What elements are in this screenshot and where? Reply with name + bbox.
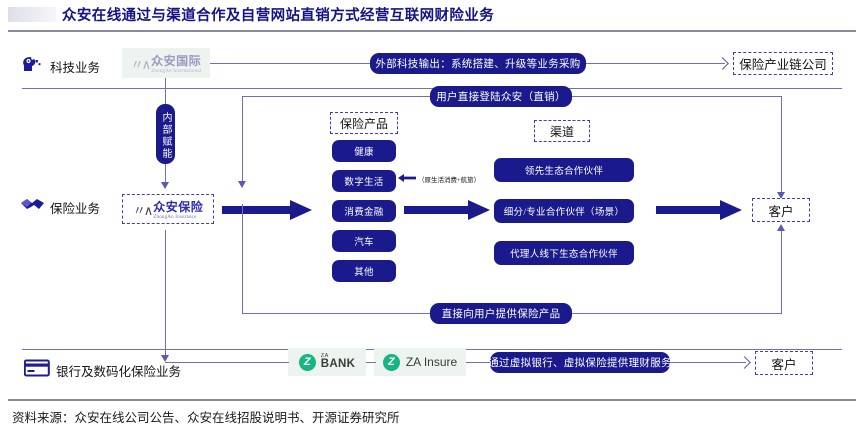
zhongan-insurance-en: ZhongAn Insurance [153,215,197,220]
connector-tech-left [210,63,370,65]
flow-direct-supply: 直接向用户提供保险产品 [430,303,572,324]
arrowhead-direct-supply-customer [777,224,785,231]
connector-direct-login-right [572,96,782,98]
flow-tech-export: 外部科技输出：系统搭建、升级等业务采购 [370,53,586,74]
zhongan-international-en: ZhongAn International [151,69,202,74]
product-item-0: 健康 [332,140,396,162]
block-arrow-products-to-channels [404,200,490,220]
flow-internal-empower: 内部赋能 [156,104,175,164]
flow-direct-login: 用户直接登陆众安（直销） [430,86,572,107]
bank-card-icon [24,359,50,377]
arrowhead-insurance-to-banking [161,355,169,362]
brain-gear-icon [23,56,41,71]
arrow-product-note-icon [398,174,416,182]
arrowhead-customer-bottom [738,356,751,369]
zhongan-international-logo: 〃∧ 众安国际 ZhongAn International [122,48,210,78]
connector-direct-supply-down [242,204,244,314]
connector-tech-right [586,63,725,65]
row-label-banking: 银行及数码化保险业务 [56,365,182,379]
arrowhead-direct-login [238,181,246,188]
connector-zainsure-to-flow [466,362,490,364]
connector-direct-supply-right [572,313,782,315]
flow-virtual-finance: 通过虚拟银行、虚拟保险提供理财服务 [488,352,672,373]
title-divider [8,30,856,32]
page-title: 众安在线通过与渠道合作及自营网站直销方式经营互联网财险业务 [62,8,495,24]
arrowhead-direct-login-customer [777,192,785,199]
za-bank-logo: Z ZA BANK [288,348,366,376]
connector-direct-supply-left [242,313,430,315]
za-bank-big: BANK [320,358,356,370]
product-item-4: 其他 [332,260,396,282]
connector-banking-to-zabank [165,362,289,364]
products-note: （原生活消费+航旅） [418,177,481,184]
source-note: 资料来源：众安在线公司公告、众安在线招股说明书、开源证券研究所 [12,411,400,425]
connector-direct-login-down [242,96,244,186]
zhongan-insurance-logo: 〃∧ 众安保险 ZhongAn Insurance [122,194,214,224]
channel-item-0: 领先生态合作伙伴 [494,158,634,182]
za-badge-icon: Z [298,353,316,371]
zhongan-insurance-cn: 众安保险 [153,200,204,214]
row-label-tech: 科技业务 [50,61,101,75]
connector-direct-supply-up [781,230,783,314]
connector-zabank-to-zainsure [366,362,376,364]
connector-direct-login-to-customer [781,96,783,198]
product-item-1: 数字生活 [332,170,396,192]
za-bank-small: ZA [320,352,329,359]
endpoint-customer-bottom: 客户 [755,351,813,375]
products-header: 保险产品 [330,112,398,134]
zhongan-mark-icon: 〃∧ [130,56,151,72]
block-arrow-insurance-to-products [222,200,312,220]
za-insure-label: ZA Insure [405,355,458,369]
block-arrow-channels-to-customer [656,200,742,220]
title-bar: 众安在线通过与渠道合作及自营网站直销方式经营互联网财险业务 [0,0,864,32]
connector-direct-login-left [242,96,430,98]
arrowhead-internal-empower [161,182,169,189]
handshake-icon [21,199,44,209]
zhongan-mark-icon: 〃∧ [132,202,153,218]
product-item-2: 消费金融 [332,200,396,222]
za-badge-icon: Z [382,353,400,371]
watermark-logo [8,7,56,22]
za-insure-logo: Z ZA Insure [374,348,466,376]
connector-flow-to-customer-bottom [670,362,746,364]
channel-item-1: 细分/专业合作伙伴（场景） [494,199,634,223]
channels-header: 渠道 [534,120,590,142]
endpoint-customer-top: 客户 [752,198,810,222]
connector-insurance-to-banking [165,230,167,360]
channel-item-2: 代理人线下生态合作伙伴 [494,241,634,265]
product-item-3: 汽车 [332,230,396,252]
endpoint-industry-chain: 保险产业链公司 [733,52,833,75]
zhongan-international-cn: 众安国际 [151,54,202,68]
arrowhead-tech-right [716,57,729,70]
row-label-insurance: 保险业务 [50,202,101,216]
footer-divider [8,399,856,401]
